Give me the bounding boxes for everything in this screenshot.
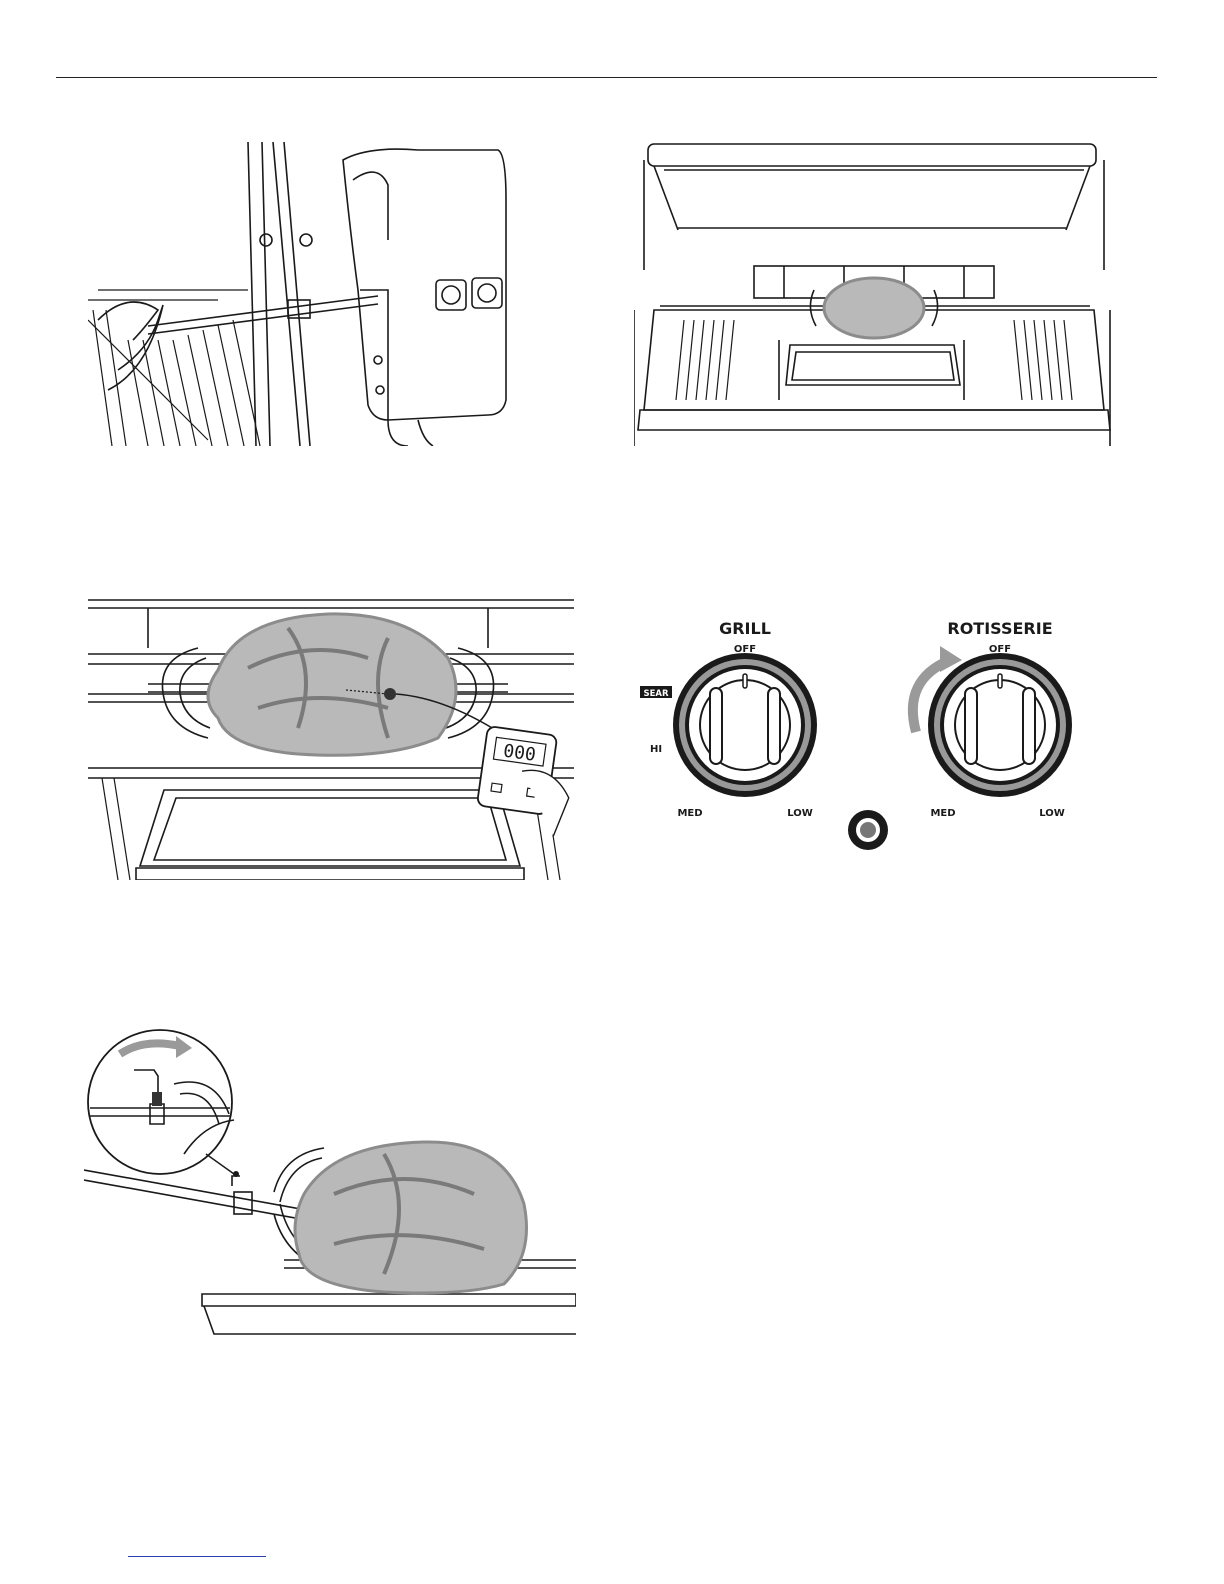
thermometer-check-illustration: 000 bbox=[88, 598, 574, 880]
figure-fork-tighten bbox=[84, 1024, 576, 1336]
grill-open-illustration bbox=[634, 140, 1116, 446]
grill-low-label: LOW bbox=[787, 808, 813, 819]
rotisserie-title: ROTISSERIE bbox=[947, 619, 1052, 638]
grill-knob[interactable] bbox=[673, 653, 817, 797]
footer-link-underline[interactable] bbox=[128, 1556, 266, 1557]
grill-sear-label: SEAR bbox=[643, 689, 669, 699]
motor-attach-illustration bbox=[88, 140, 528, 446]
rotisserie-low-label: LOW bbox=[1039, 808, 1065, 819]
figure-control-knobs: GRILL OFF SEAR HI MED LOW ROTISSERIE OFF… bbox=[640, 610, 1090, 860]
figure-motor-attach bbox=[88, 140, 528, 446]
figure-grill-open bbox=[634, 140, 1116, 446]
poultry-shape bbox=[824, 278, 924, 338]
rotisserie-med-label: MED bbox=[930, 808, 955, 819]
meat-thermometer: 000 bbox=[474, 726, 574, 838]
poultry-shape bbox=[295, 1142, 527, 1293]
rotisserie-knob[interactable] bbox=[928, 653, 1072, 797]
ignition-button[interactable] bbox=[848, 810, 888, 850]
grill-med-label: MED bbox=[677, 808, 702, 819]
thermometer-display: 000 bbox=[502, 740, 537, 765]
grill-title: GRILL bbox=[719, 619, 771, 638]
figure-thermometer-check: 000 bbox=[88, 598, 574, 880]
fork-tighten-illustration bbox=[84, 1024, 576, 1336]
poultry-shape bbox=[208, 614, 456, 755]
detail-callout bbox=[88, 1030, 234, 1174]
grill-hi-label: HI bbox=[650, 744, 662, 755]
header-rule bbox=[56, 77, 1157, 78]
control-knobs-illustration: GRILL OFF SEAR HI MED LOW ROTISSERIE OFF… bbox=[640, 610, 1090, 860]
